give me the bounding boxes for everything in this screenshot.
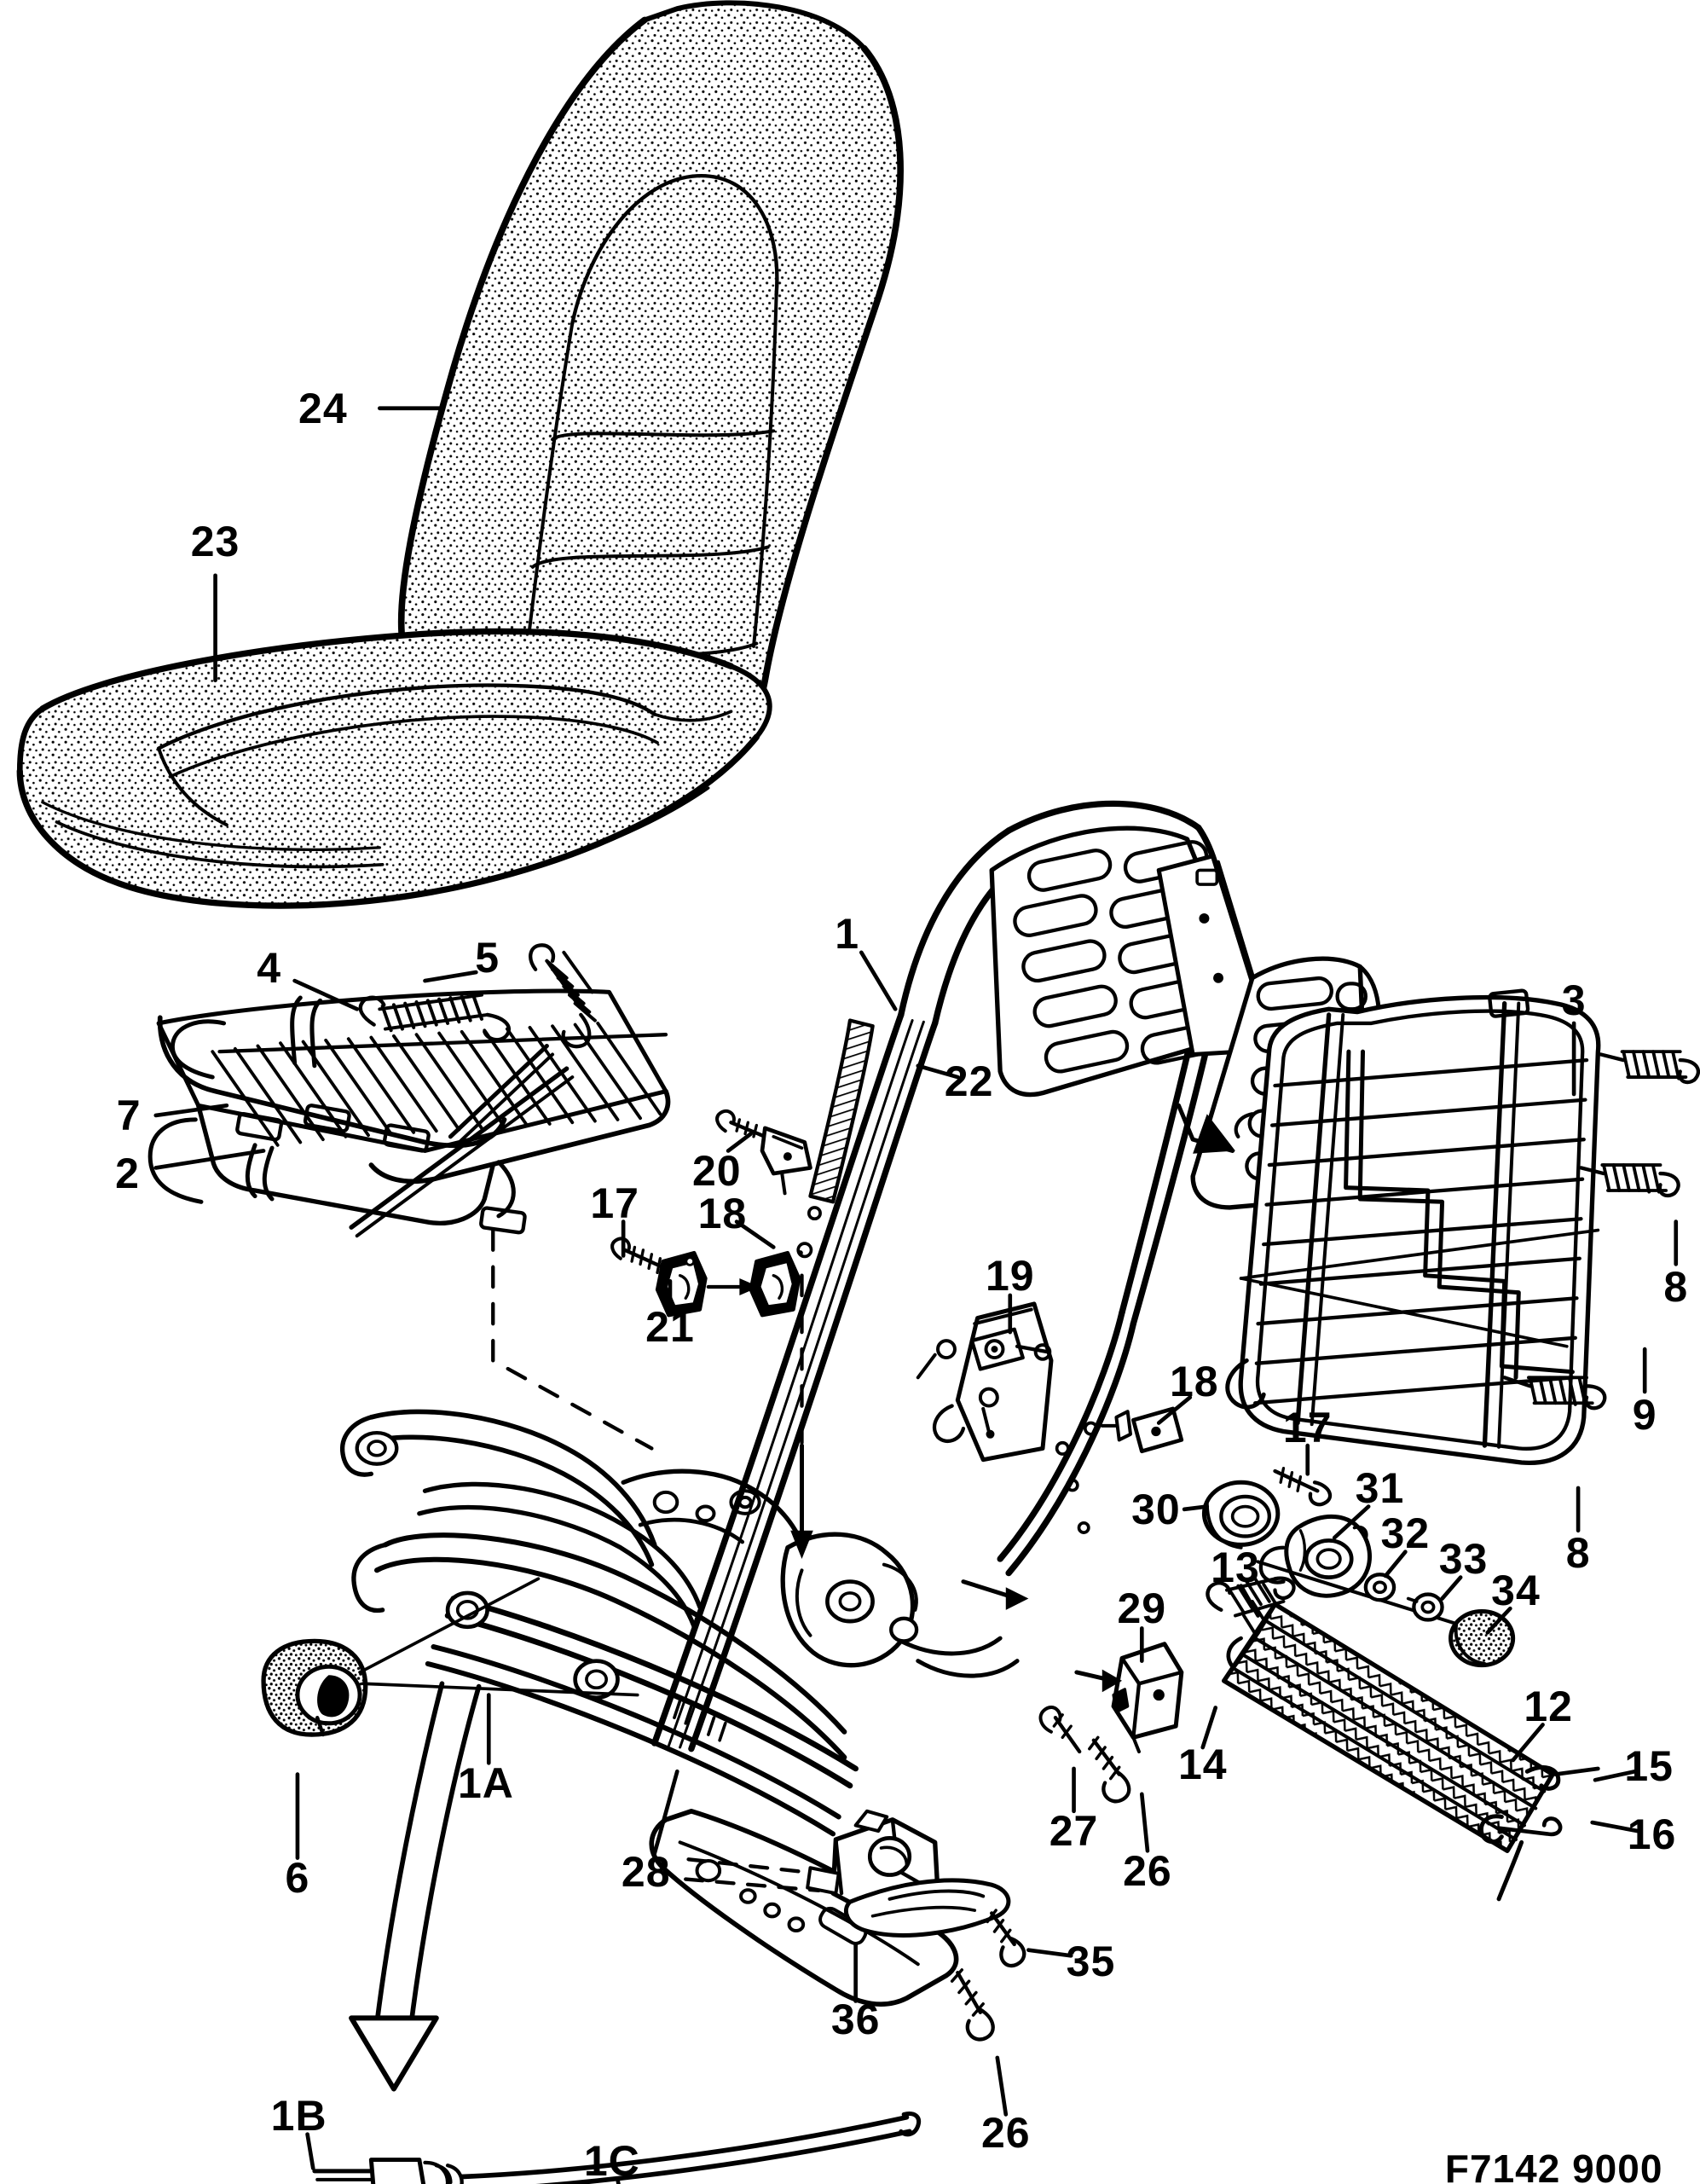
callout-1A: 1A xyxy=(457,1758,514,1807)
part-31-recliner-handle xyxy=(1258,1514,1372,1598)
callout-30: 30 xyxy=(1131,1485,1181,1533)
part-34-cap-knob xyxy=(1448,1609,1516,1668)
part-26-screw-lower xyxy=(950,1968,995,2042)
part-5-tension-spring xyxy=(529,943,597,1049)
callout-26: 26 xyxy=(1123,1846,1172,1895)
leader-line-18 xyxy=(1156,1395,1193,1425)
callout-18: 18 xyxy=(1169,1358,1219,1406)
callout-31: 31 xyxy=(1355,1464,1405,1512)
part-36-latch-mechanism xyxy=(684,1809,1011,1938)
leader-line-13 xyxy=(1239,1584,1260,1618)
part-35-screw xyxy=(986,1909,1026,1968)
leader-line-16 xyxy=(1590,1820,1640,1834)
leader-line-30 xyxy=(1182,1504,1210,1512)
leader-line-4 xyxy=(292,978,360,1011)
part-12-lumbar-pad xyxy=(1222,1602,1555,1853)
leader-line-1 xyxy=(859,950,898,1011)
part-17-screw-mid xyxy=(1273,1467,1333,1507)
callout-7: 7 xyxy=(116,1091,142,1139)
leader-line-28 xyxy=(652,1769,679,1856)
part-4-tension-spring xyxy=(358,993,512,1042)
callout-21: 21 xyxy=(645,1302,695,1351)
callout-27: 27 xyxy=(1049,1807,1099,1856)
callout-17: 17 xyxy=(1282,1403,1333,1451)
leader-line-7 xyxy=(153,1103,229,1118)
part-15-hook-clip xyxy=(1524,1765,1600,1791)
part-30-recliner-bushing xyxy=(1201,1480,1281,1550)
part-19-hinge-bracket xyxy=(916,1301,1054,1463)
part-8-spring-upper xyxy=(1599,1050,1700,1085)
leader-line-18 xyxy=(734,1219,776,1249)
part-27-screw xyxy=(1038,1706,1082,1754)
callout-33: 33 xyxy=(1438,1535,1489,1584)
leader-line-26 xyxy=(1139,1792,1150,1853)
part-6-rubber-bushing xyxy=(261,1638,368,1737)
callout-15: 15 xyxy=(1624,1741,1674,1790)
assembly-direction-arrow xyxy=(349,1681,482,2092)
callout-35: 35 xyxy=(1066,1938,1116,1986)
leader-line-12 xyxy=(1511,1723,1545,1763)
callout-17: 17 xyxy=(590,1179,639,1227)
callout-3: 3 xyxy=(1561,976,1587,1025)
callout-29: 29 xyxy=(1117,1584,1167,1633)
callout-22: 22 xyxy=(944,1057,994,1106)
callout-24: 24 xyxy=(298,384,348,432)
leader-line-1B xyxy=(305,2132,315,2170)
callout-14: 14 xyxy=(1177,1741,1228,1789)
leader-line-33 xyxy=(1440,1575,1463,1601)
part-18-bracket-upper xyxy=(760,1126,812,1196)
callout-26: 26 xyxy=(980,2109,1031,2158)
callout-9: 9 xyxy=(1632,1390,1657,1439)
callout-36: 36 xyxy=(830,1996,881,2044)
callout-1B: 1B xyxy=(270,2092,327,2141)
callout-6: 6 xyxy=(285,1854,310,1903)
leader-line-15 xyxy=(1593,1769,1637,1782)
part-9-spring xyxy=(1579,1163,1680,1198)
callout-23: 23 xyxy=(190,517,240,565)
callout-8: 8 xyxy=(1663,1263,1689,1311)
leader-line-5 xyxy=(423,970,478,983)
leader-line-26 xyxy=(995,2055,1009,2117)
callout-4: 4 xyxy=(257,944,282,993)
part-1C-bowden-cable xyxy=(312,2112,922,2184)
leader-line-22 xyxy=(916,1063,960,1080)
callout-19: 19 xyxy=(985,1251,1035,1300)
part-2-cushion-spring-mat xyxy=(147,988,671,1238)
callout-34: 34 xyxy=(1491,1566,1541,1614)
part-22-belt-guide xyxy=(808,1018,875,1204)
part-16-hook-clip xyxy=(1478,1814,1563,1845)
callout-18: 18 xyxy=(697,1189,748,1237)
part-29-switch xyxy=(1111,1642,1184,1753)
callout-32: 32 xyxy=(1380,1509,1431,1558)
part-32-washer xyxy=(1363,1573,1396,1602)
part-23-seat-cushion-pad xyxy=(16,628,772,909)
callout-8: 8 xyxy=(1565,1529,1591,1578)
part-3-backrest-spring-mat xyxy=(1225,988,1601,1466)
part-1A-seat-rail-assembly xyxy=(339,1228,1029,2007)
leader-line-31 xyxy=(1332,1504,1371,1540)
part-8-spring-lower xyxy=(1502,1376,1607,1411)
part-33-nut xyxy=(1406,1592,1444,1622)
callout-20: 20 xyxy=(691,1146,742,1195)
part-20-screw-upper xyxy=(715,1109,767,1139)
callout-2: 2 xyxy=(115,1150,140,1198)
part-18-bracket-on-frame xyxy=(749,1250,801,1318)
callout-5: 5 xyxy=(475,934,500,982)
figure-code: F7142 9000 xyxy=(1444,2146,1663,2184)
leader-line-32 xyxy=(1383,1550,1408,1579)
callout-28: 28 xyxy=(621,1848,671,1897)
leader-line-14 xyxy=(1200,1706,1218,1750)
callout-1C: 1C xyxy=(583,2137,640,2184)
callout-12: 12 xyxy=(1524,1682,1573,1730)
callout-1: 1 xyxy=(835,910,860,959)
leader-line-20 xyxy=(726,1132,754,1153)
part-18-bracket-mid xyxy=(1100,1406,1184,1454)
leader-line-35 xyxy=(1026,1948,1073,1958)
callout-16: 16 xyxy=(1627,1810,1677,1858)
callout-13: 13 xyxy=(1211,1544,1260,1592)
leader-line-34 xyxy=(1485,1606,1512,1635)
leader-line-2 xyxy=(153,1149,266,1170)
part-26-screw-upper xyxy=(1088,1735,1131,1804)
